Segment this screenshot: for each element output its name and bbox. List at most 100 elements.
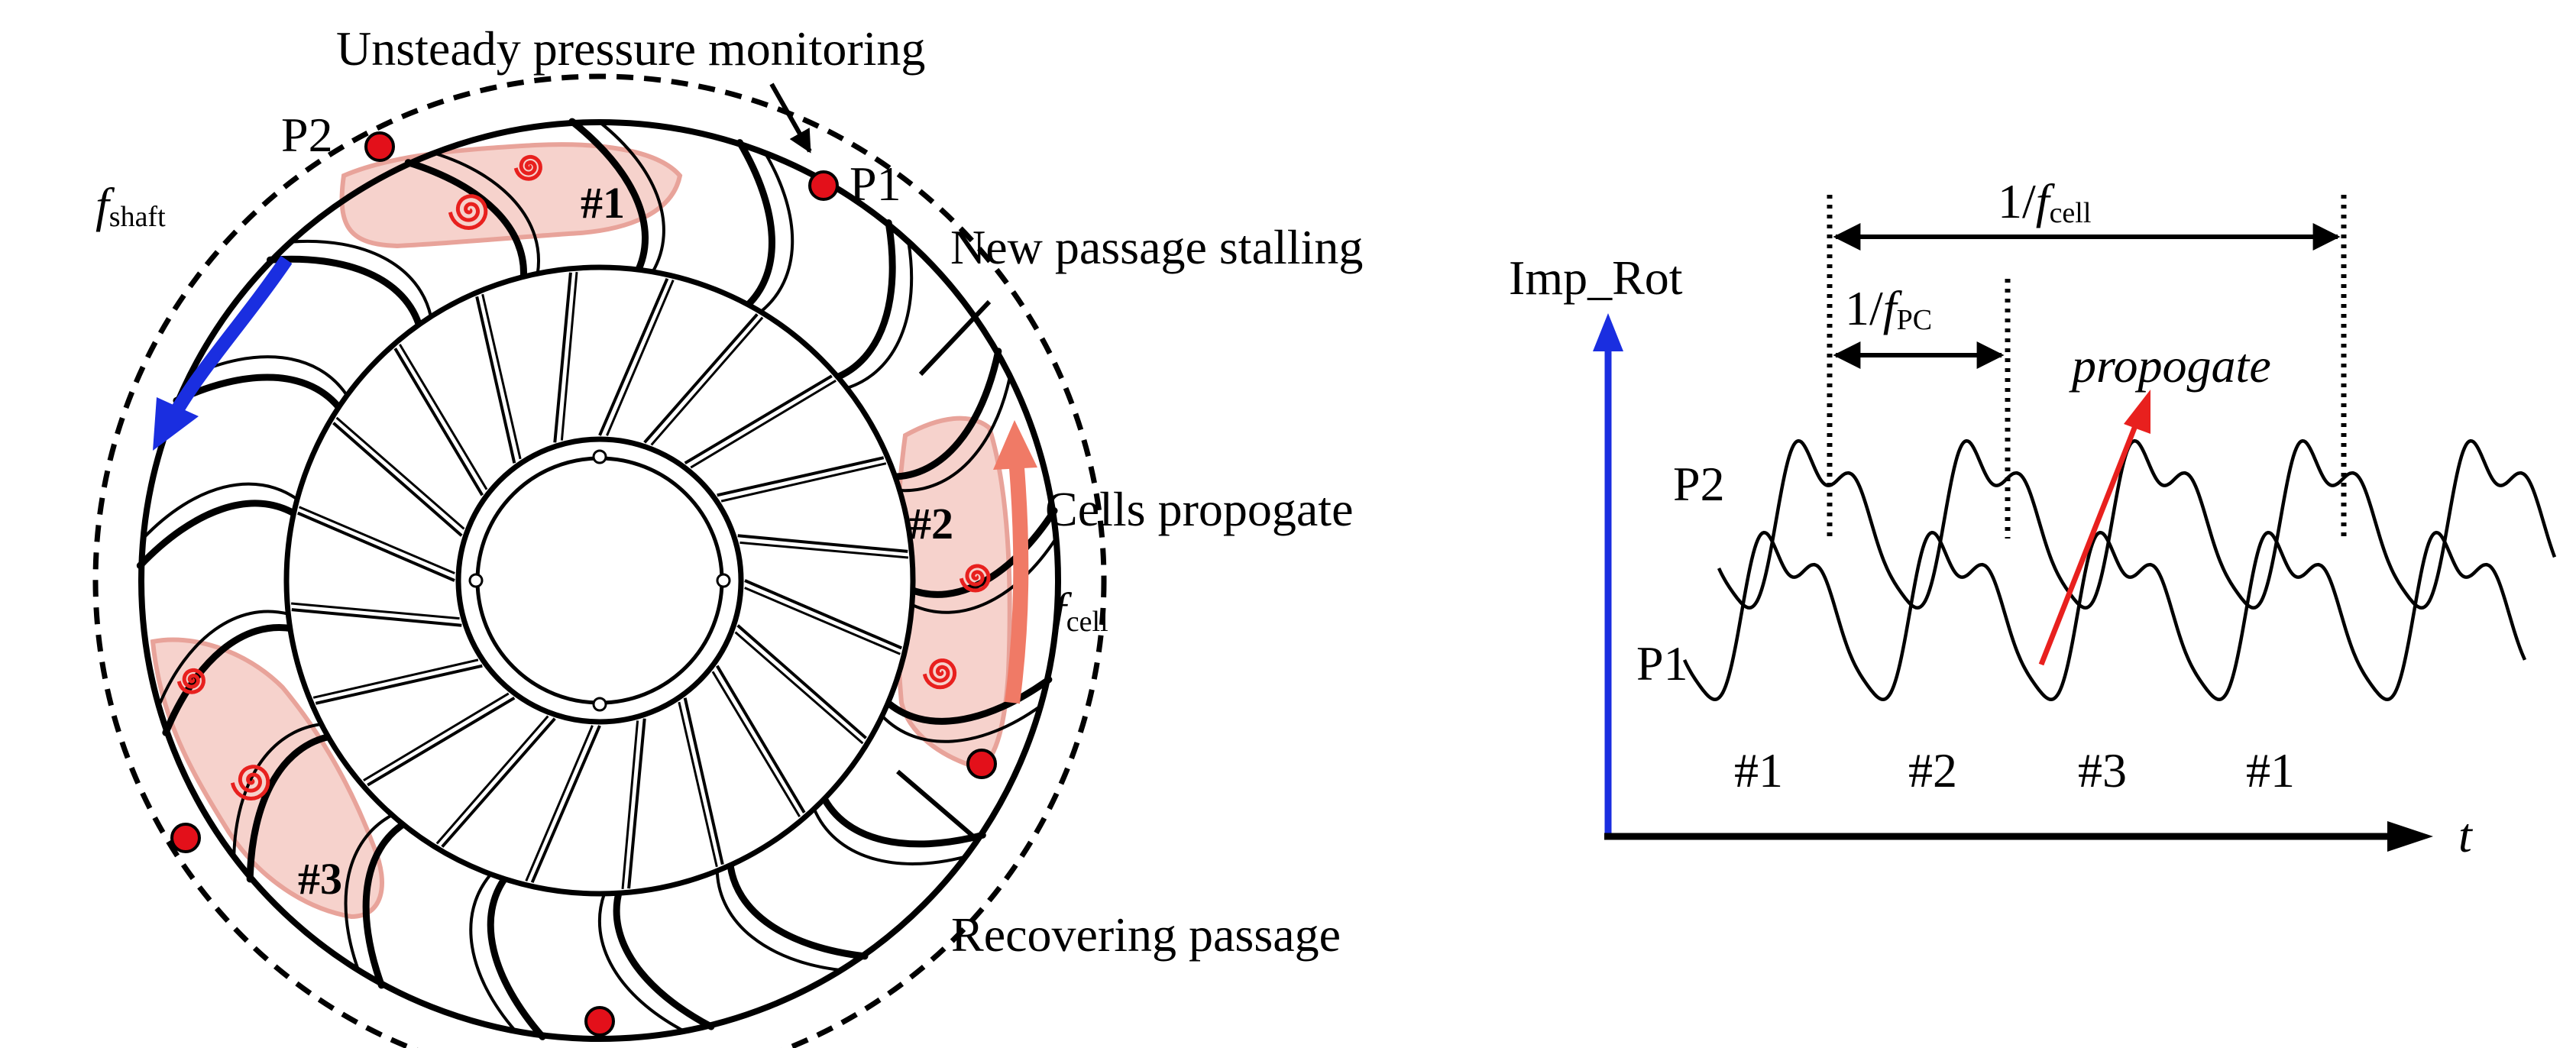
impeller-blade bbox=[362, 818, 410, 989]
trace-label-p1: P1 bbox=[1636, 636, 1688, 691]
inner-vane-edge bbox=[525, 725, 594, 881]
pressure-signal-plot: Imp_Rot t P2 P1 1/fcell 1/fPC propogate … bbox=[1509, 174, 2557, 862]
shaft-rotation-arrow-icon bbox=[170, 255, 293, 416]
inner-vane bbox=[441, 717, 556, 848]
inner-vane-edge bbox=[744, 587, 901, 655]
sensor-p2-label: P2 bbox=[281, 108, 333, 162]
impeller-blade-edge bbox=[759, 152, 794, 313]
x-axis-arrowhead-icon bbox=[2387, 821, 2433, 852]
inner-vane-edge bbox=[399, 344, 488, 490]
inner-vane-edge bbox=[363, 692, 510, 781]
propagate-arrow bbox=[2038, 415, 2142, 666]
inner-vane-edge bbox=[299, 506, 455, 574]
title-leader-arrow bbox=[769, 82, 812, 154]
impeller-blade bbox=[162, 624, 298, 736]
inner-vane bbox=[737, 534, 908, 553]
hub-bolt-icon bbox=[592, 697, 607, 712]
impeller-blade-edge bbox=[899, 376, 1012, 493]
cell-freq-label: fcell bbox=[1053, 583, 1108, 638]
impeller-blades bbox=[136, 118, 1058, 1040]
vortex-icon bbox=[922, 658, 957, 690]
inner-vane-edge bbox=[650, 316, 764, 446]
impeller-blade bbox=[726, 857, 869, 960]
cell-arrowhead-icon bbox=[993, 420, 1037, 470]
passage-label-4: #1 bbox=[2246, 743, 2295, 797]
impeller-blade bbox=[830, 219, 896, 383]
inner-vane-edge bbox=[335, 416, 465, 530]
impeller-blade-edge bbox=[846, 241, 914, 390]
new-stall-leader bbox=[918, 299, 992, 377]
inner-vane-edge bbox=[739, 541, 909, 559]
impeller-blade-edge bbox=[142, 482, 299, 540]
impeller-blade bbox=[736, 139, 775, 312]
propagate-text: propogate bbox=[2069, 338, 2271, 393]
impeller-blade-edge bbox=[715, 871, 842, 972]
impeller-blade bbox=[404, 159, 527, 285]
y-axis-arrowhead-icon bbox=[1593, 313, 1623, 351]
impeller-blade-edge bbox=[433, 151, 540, 274]
x-axis-label: t bbox=[2458, 808, 2474, 862]
hub-bolt-icon bbox=[592, 449, 607, 464]
sensor-p2-icon bbox=[364, 131, 395, 162]
shaft-arrowhead-icon bbox=[153, 397, 199, 451]
inner-vane bbox=[684, 374, 833, 465]
impeller-blade-edge bbox=[598, 121, 665, 273]
inner-vane-edge bbox=[621, 720, 639, 890]
hub-bolt-icon bbox=[468, 573, 484, 588]
new-stall-label: New passage stalling bbox=[950, 220, 1363, 274]
rotor-title: Unsteady pressure monitoring bbox=[336, 21, 925, 76]
inner-vane bbox=[367, 696, 516, 787]
impeller-blade bbox=[266, 255, 424, 332]
inner-vane-edge bbox=[711, 671, 801, 817]
inner-vane-edge bbox=[606, 280, 675, 436]
vortex-icon bbox=[230, 765, 270, 801]
inner-vane-edge bbox=[690, 380, 837, 469]
impeller-blade bbox=[568, 118, 649, 277]
recovering-label: Recovering passage bbox=[951, 907, 1341, 962]
inner-vane bbox=[736, 624, 867, 739]
inner-vane bbox=[393, 348, 484, 497]
inner-vane bbox=[643, 313, 759, 444]
inner-vane bbox=[332, 422, 463, 537]
impeller-blade-edge bbox=[344, 813, 393, 971]
impeller-blade-edge bbox=[469, 873, 517, 1033]
inner-vane bbox=[553, 272, 572, 443]
inner-vane bbox=[717, 456, 885, 497]
sensor-p1-icon bbox=[808, 170, 839, 201]
trace-p1 bbox=[1682, 530, 2527, 701]
trace-label-p2: P2 bbox=[1673, 457, 1725, 511]
impeller-blade-edge bbox=[911, 537, 1058, 614]
impeller-blade bbox=[881, 676, 1053, 725]
inner-vane bbox=[683, 697, 724, 865]
vortex-icon bbox=[513, 154, 542, 181]
rotor-schematic: #1 #2 #3 Unsteady pressure monitoring P2… bbox=[92, 21, 1363, 1048]
shaft-freq-label: fshaft bbox=[95, 178, 166, 233]
inner-vane-edge bbox=[678, 701, 718, 868]
inner-vane bbox=[627, 718, 646, 889]
inner-vane bbox=[715, 665, 806, 813]
impeller-blade-edge bbox=[290, 239, 432, 318]
propagate-arrowhead-icon bbox=[2124, 390, 2150, 434]
vortex-icon bbox=[448, 194, 488, 231]
impeller-blade bbox=[246, 733, 336, 883]
sensor-p1-label: P1 bbox=[849, 157, 901, 211]
inner-vane bbox=[475, 296, 516, 464]
inner-vane-edge bbox=[435, 715, 549, 845]
passage-label-2: #2 bbox=[1908, 743, 1957, 797]
period-pc-label: 1/fPC bbox=[1845, 281, 1932, 336]
inner-vane bbox=[291, 608, 462, 627]
inner-vane-edge bbox=[312, 658, 479, 699]
impeller-blade bbox=[613, 885, 715, 1030]
vortex-icon bbox=[176, 668, 205, 694]
cell-label-3: #3 bbox=[298, 854, 342, 904]
impeller-blade bbox=[173, 374, 345, 414]
inner-vane-edge bbox=[734, 631, 864, 745]
vortex-group bbox=[176, 154, 991, 801]
hub-inner-ring bbox=[475, 456, 724, 705]
inner-vane-edge bbox=[481, 293, 522, 460]
vortex-icon bbox=[959, 564, 991, 593]
inner-vane bbox=[744, 579, 903, 650]
passage-label-1: #1 bbox=[1734, 743, 1783, 797]
sensor-icon bbox=[966, 749, 997, 779]
